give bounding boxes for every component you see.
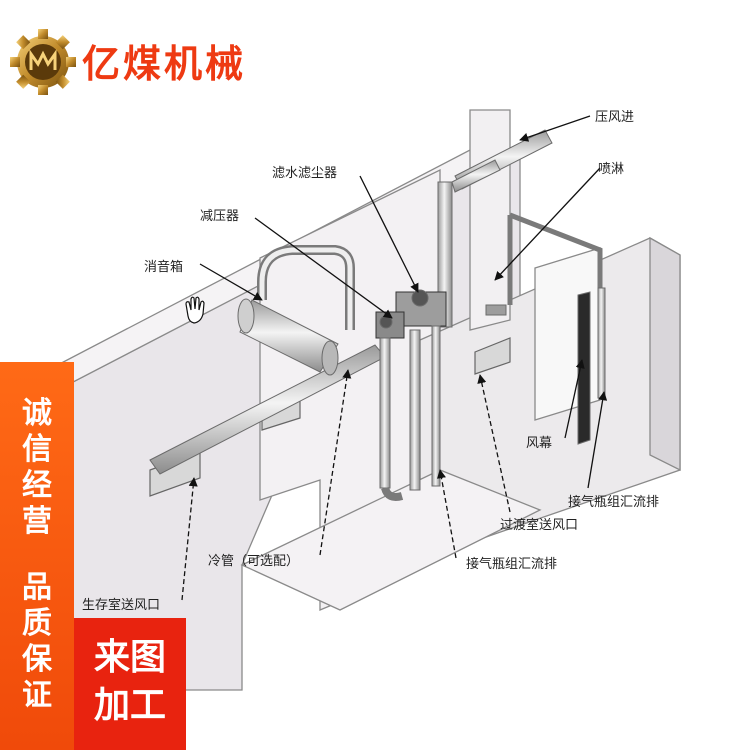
- label-cooling-pipe: 冷管（可选配）: [208, 554, 300, 569]
- badge-char: 营: [22, 504, 52, 539]
- label-manifold-upper: 接气瓶组汇流排: [568, 495, 660, 510]
- hand-cursor-icon: [185, 296, 205, 324]
- leader-cooling: [319, 369, 352, 556]
- badge-char: 质: [22, 606, 52, 641]
- leader-air-in: [519, 115, 591, 142]
- badge-char: 来: [93, 637, 130, 678]
- leader-filter: [359, 175, 419, 293]
- label-reducer: 减压器: [200, 209, 240, 224]
- floor-slab: [240, 469, 542, 611]
- leader-transition: [477, 374, 511, 513]
- tall-slab: [469, 109, 511, 331]
- label-filter: 滤水滤尘器: [272, 166, 338, 181]
- badge-custom-processing: 来图 加工: [74, 618, 186, 750]
- badge-line-1: 来图: [74, 634, 186, 682]
- brand-name: 亿煤机械: [82, 41, 247, 86]
- manifold-vertical-2: [409, 329, 421, 491]
- badge-char: 保: [22, 642, 52, 677]
- badge-line-2: 加工: [74, 682, 186, 730]
- brand: 亿煤机械: [72, 28, 246, 92]
- label-spray: 喷淋: [598, 162, 625, 177]
- leaders: [181, 115, 608, 601]
- leader-curtain: [564, 359, 585, 439]
- badge-integrity-quality: 诚 信 经 营 品 质 保 证: [0, 362, 74, 750]
- badge-char: 经: [22, 468, 52, 503]
- leader-manifold-lower: [436, 469, 457, 559]
- manifold-vertical-1: [379, 337, 391, 489]
- manifold-vertical-3: [431, 325, 441, 487]
- label-transition-vent: 过渡室送风口: [500, 518, 579, 533]
- badge-char: 诚: [22, 396, 52, 431]
- label-manifold-lower: 接气瓶组汇流排: [466, 557, 558, 572]
- leader-living: [181, 477, 198, 601]
- badge-char: 加: [93, 685, 130, 726]
- badge-group-quality: 品 质 保 证: [0, 570, 74, 714]
- header-pipe: [451, 159, 501, 193]
- pipes: [149, 129, 606, 501]
- riser-left: [437, 181, 453, 328]
- label-muffler: 消音箱: [144, 260, 184, 275]
- spray-loop: [507, 212, 603, 305]
- badge-char: 证: [22, 678, 52, 713]
- badge-char: 品: [22, 570, 52, 605]
- leader-muffler: [199, 263, 263, 301]
- label-curtain: 风幕: [526, 436, 553, 451]
- badge-group-integrity: 诚 信 经 营: [0, 396, 74, 540]
- label-living-vent: 生存室送风口: [82, 598, 161, 613]
- right-wall-side: [649, 236, 681, 472]
- muffler: [237, 298, 339, 376]
- leader-spray: [494, 167, 601, 281]
- brackets: [149, 337, 511, 497]
- badge-char: 图: [130, 637, 167, 678]
- badge-char: 信: [22, 432, 52, 467]
- leader-reducer: [254, 217, 393, 319]
- badge-char: 工: [130, 685, 167, 726]
- bracket-3: [474, 337, 511, 375]
- leader-manifold-upper: [587, 391, 608, 489]
- label-air-in: 压风进: [595, 110, 635, 125]
- bottom-elbow: [381, 486, 404, 501]
- valve-cluster: [375, 289, 447, 339]
- gear-logo-icon: [10, 29, 76, 95]
